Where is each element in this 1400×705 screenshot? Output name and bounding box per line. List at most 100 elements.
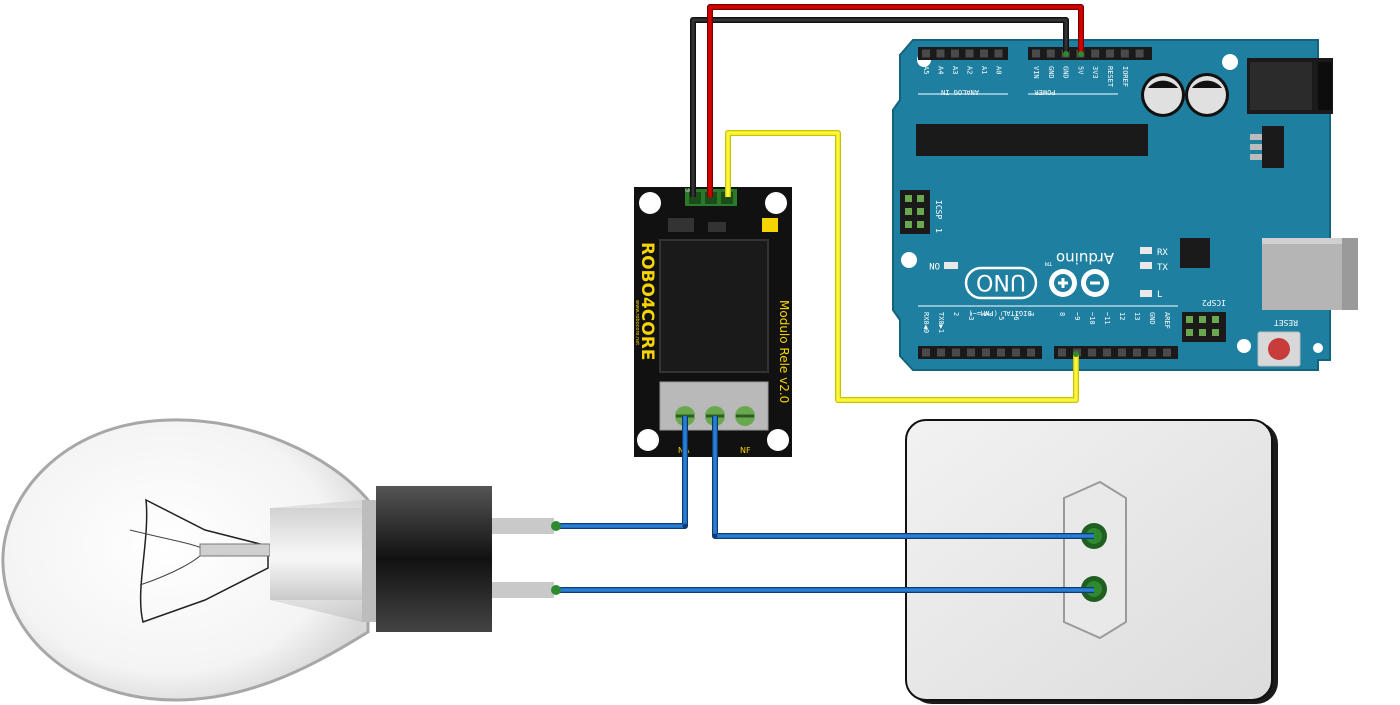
arduino-logo-text: Arduino xyxy=(1056,249,1114,267)
icsp2-pin[interactable] xyxy=(1199,316,1206,323)
mount-hole xyxy=(637,429,659,451)
icsp-pin[interactable] xyxy=(917,208,924,215)
wire-endpoint xyxy=(551,585,561,595)
pin-label: ~11 xyxy=(1103,312,1111,325)
led-tx-label: TX xyxy=(1157,263,1168,273)
wires xyxy=(551,4,1094,595)
bulb-lead-top xyxy=(492,518,554,534)
analog-in-label: ANALOG IN xyxy=(941,88,979,96)
digital-header-high xyxy=(1054,346,1178,359)
led-on-label: ON xyxy=(929,260,940,270)
header-pin[interactable] xyxy=(1058,348,1066,357)
icsp2-pin[interactable] xyxy=(1212,329,1219,336)
bulb-filament-support xyxy=(139,498,269,623)
led-rx-label: RX xyxy=(1157,248,1168,258)
icsp-pin[interactable] xyxy=(917,195,924,202)
digital-header-low xyxy=(918,346,1042,359)
pin-label: RX0◀0 xyxy=(922,312,930,333)
led-l-label: L xyxy=(1157,290,1162,300)
relay-smd xyxy=(668,218,694,232)
capacitor xyxy=(1141,73,1185,117)
pin-label: RESET xyxy=(1106,66,1114,88)
icsp2-pin[interactable] xyxy=(1186,316,1193,323)
relay-model-label: Modulo Rele v2.0 xyxy=(777,300,791,403)
header-pin[interactable] xyxy=(1133,348,1141,357)
bulb-stem xyxy=(199,543,271,557)
pin-label: 2 xyxy=(952,312,960,316)
icsp2-pin[interactable] xyxy=(1186,329,1193,336)
led-rx xyxy=(1140,247,1152,254)
pin-label: AREF xyxy=(1163,312,1171,329)
terminal-screw-nf xyxy=(735,406,755,426)
header-pin[interactable] xyxy=(1118,348,1126,357)
header-pin[interactable] xyxy=(1046,49,1055,58)
reset-button[interactable] xyxy=(1257,331,1301,367)
bulb-socket-cap xyxy=(362,500,376,622)
header-pin[interactable] xyxy=(1032,49,1040,58)
header-pin[interactable] xyxy=(980,49,988,58)
header-pin[interactable] xyxy=(922,49,930,58)
power-header xyxy=(1028,47,1152,60)
led-l xyxy=(1140,290,1152,297)
pin-label: GND xyxy=(1062,66,1070,79)
relay-smd xyxy=(708,222,726,232)
header-pin[interactable] xyxy=(936,49,945,58)
header-pin[interactable] xyxy=(922,348,930,357)
header-pin[interactable] xyxy=(1103,348,1111,357)
power-label: POWER xyxy=(1034,88,1056,96)
header-pin[interactable] xyxy=(1088,348,1096,357)
icsp2-pin[interactable] xyxy=(1212,316,1219,323)
header-pin[interactable] xyxy=(965,49,974,58)
pin-label: ~5 xyxy=(997,312,1005,320)
header-pin[interactable] xyxy=(1091,49,1100,58)
header-pin[interactable] xyxy=(997,348,1005,357)
voltage-regulator xyxy=(1250,126,1284,168)
header-pin[interactable] xyxy=(1135,49,1144,58)
header-pin[interactable] xyxy=(1027,348,1035,357)
header-pin[interactable] xyxy=(1012,348,1020,357)
reset-label: RESET xyxy=(1274,318,1298,327)
pin-label: 3V3 xyxy=(1091,66,1099,79)
icsp-pin[interactable] xyxy=(917,221,924,228)
pin-label: ~6 xyxy=(1012,312,1020,320)
header-pin[interactable] xyxy=(1163,348,1171,357)
microcontroller-chip xyxy=(916,124,1148,156)
icsp2-label: ICSP2 xyxy=(1202,298,1226,307)
icsp2-header: ICSP2 xyxy=(1182,298,1226,342)
bulb-holder xyxy=(376,486,492,632)
header-pin[interactable] xyxy=(952,348,960,357)
header-pin[interactable] xyxy=(1148,348,1156,357)
pin-label: A2 xyxy=(966,66,974,74)
header-pin[interactable] xyxy=(1106,49,1114,58)
wall-socket xyxy=(905,419,1278,704)
pin-label: A1 xyxy=(980,66,988,74)
header-pin[interactable] xyxy=(937,348,945,357)
header-pin[interactable] xyxy=(982,348,990,357)
header-pin[interactable] xyxy=(951,49,959,58)
pin-label: GND xyxy=(1047,66,1055,79)
pin-label: A5 xyxy=(922,66,930,74)
mount-hole xyxy=(639,192,661,214)
bulb-lead-bottom xyxy=(492,582,554,598)
pin-label: 13 xyxy=(1133,312,1141,320)
terminal-nf-label: NF xyxy=(740,446,751,455)
header-pin[interactable] xyxy=(967,348,975,357)
wire-endpoint xyxy=(551,521,561,531)
header-pin[interactable] xyxy=(1120,49,1129,58)
uno-text: UNO xyxy=(976,269,1026,294)
pin-label: VIN xyxy=(1032,66,1040,79)
pin-label: TX0▶1 xyxy=(937,312,945,333)
wire-endpoint xyxy=(712,533,718,539)
pin-label: 12 xyxy=(1118,312,1126,320)
infinity-icon xyxy=(1049,269,1109,297)
icsp-pin[interactable] xyxy=(905,195,912,202)
header-pin[interactable] xyxy=(994,49,1003,58)
icsp-pin[interactable] xyxy=(905,221,912,228)
mount-hole xyxy=(765,192,787,214)
icsp2-pin[interactable] xyxy=(1199,329,1206,336)
light-bulb xyxy=(1,418,554,702)
capacitor xyxy=(1185,73,1229,117)
icsp-pin[interactable] xyxy=(905,208,912,215)
